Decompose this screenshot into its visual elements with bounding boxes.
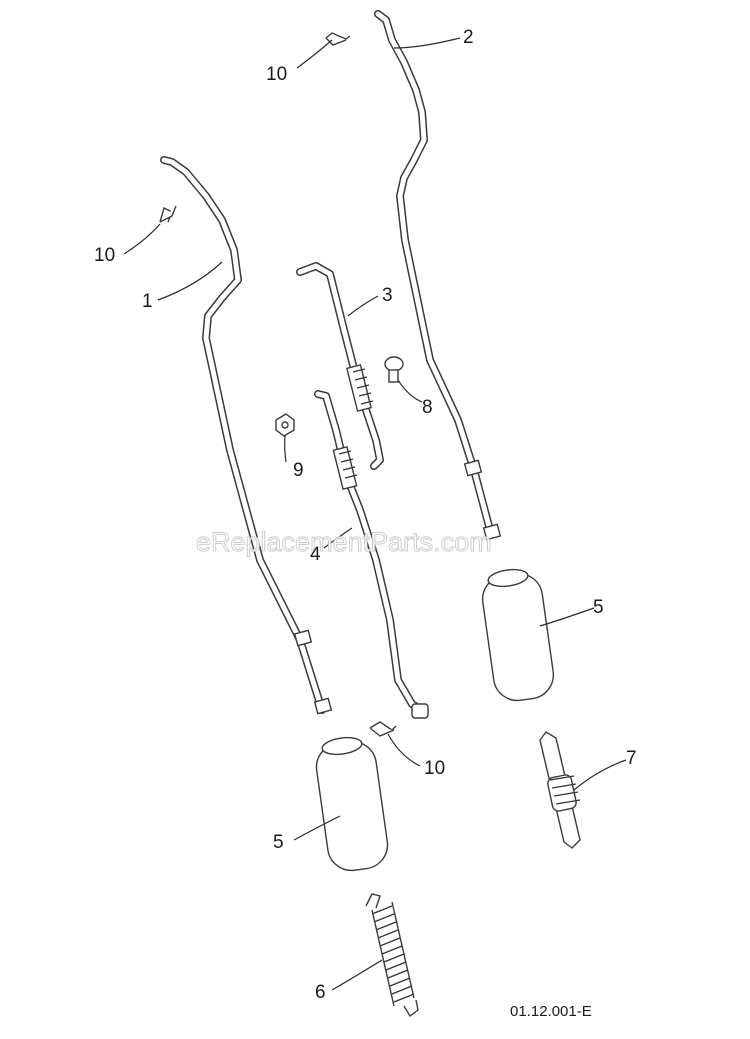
callout-10-top: 10 [266, 64, 287, 85]
part-4-rod [314, 390, 429, 719]
part-6-spring-coils [371, 905, 415, 1003]
part-3-grip-knurl [352, 368, 374, 405]
callout-10-left: 10 [94, 245, 115, 266]
part-5-grip-upper [481, 568, 555, 702]
callout-8: 8 [422, 397, 433, 418]
part-5-grip-lower [315, 736, 389, 872]
part-10-clip-bottom [369, 721, 397, 737]
watermark-text: eReplacementParts.com [196, 527, 492, 557]
callout-9: 9 [293, 460, 304, 481]
part-6-spring [365, 893, 419, 1018]
callout-5-upper: 5 [593, 597, 604, 618]
part-8-bolt [384, 356, 404, 383]
part-3-rod [296, 262, 384, 470]
part-1-rod [160, 156, 333, 715]
part-7-spring [539, 731, 581, 849]
callout-4: 4 [310, 544, 321, 565]
part-2-rod [374, 10, 502, 541]
callout-1: 1 [142, 291, 153, 312]
callout-5-lower: 5 [273, 832, 284, 853]
callout-7: 7 [626, 748, 637, 769]
part-10-clip-left [159, 205, 177, 223]
part-4-grip-knurl [338, 450, 358, 479]
part-10-clip-top [325, 32, 351, 46]
drawing-code: 01.12.001-E [510, 1003, 592, 1020]
callout-10-bottom: 10 [424, 758, 445, 779]
callout-2: 2 [463, 27, 474, 48]
part-9-nut [275, 413, 295, 437]
leader-lines [123, 37, 627, 991]
callout-3: 3 [382, 285, 393, 306]
callout-6: 6 [315, 982, 326, 1003]
